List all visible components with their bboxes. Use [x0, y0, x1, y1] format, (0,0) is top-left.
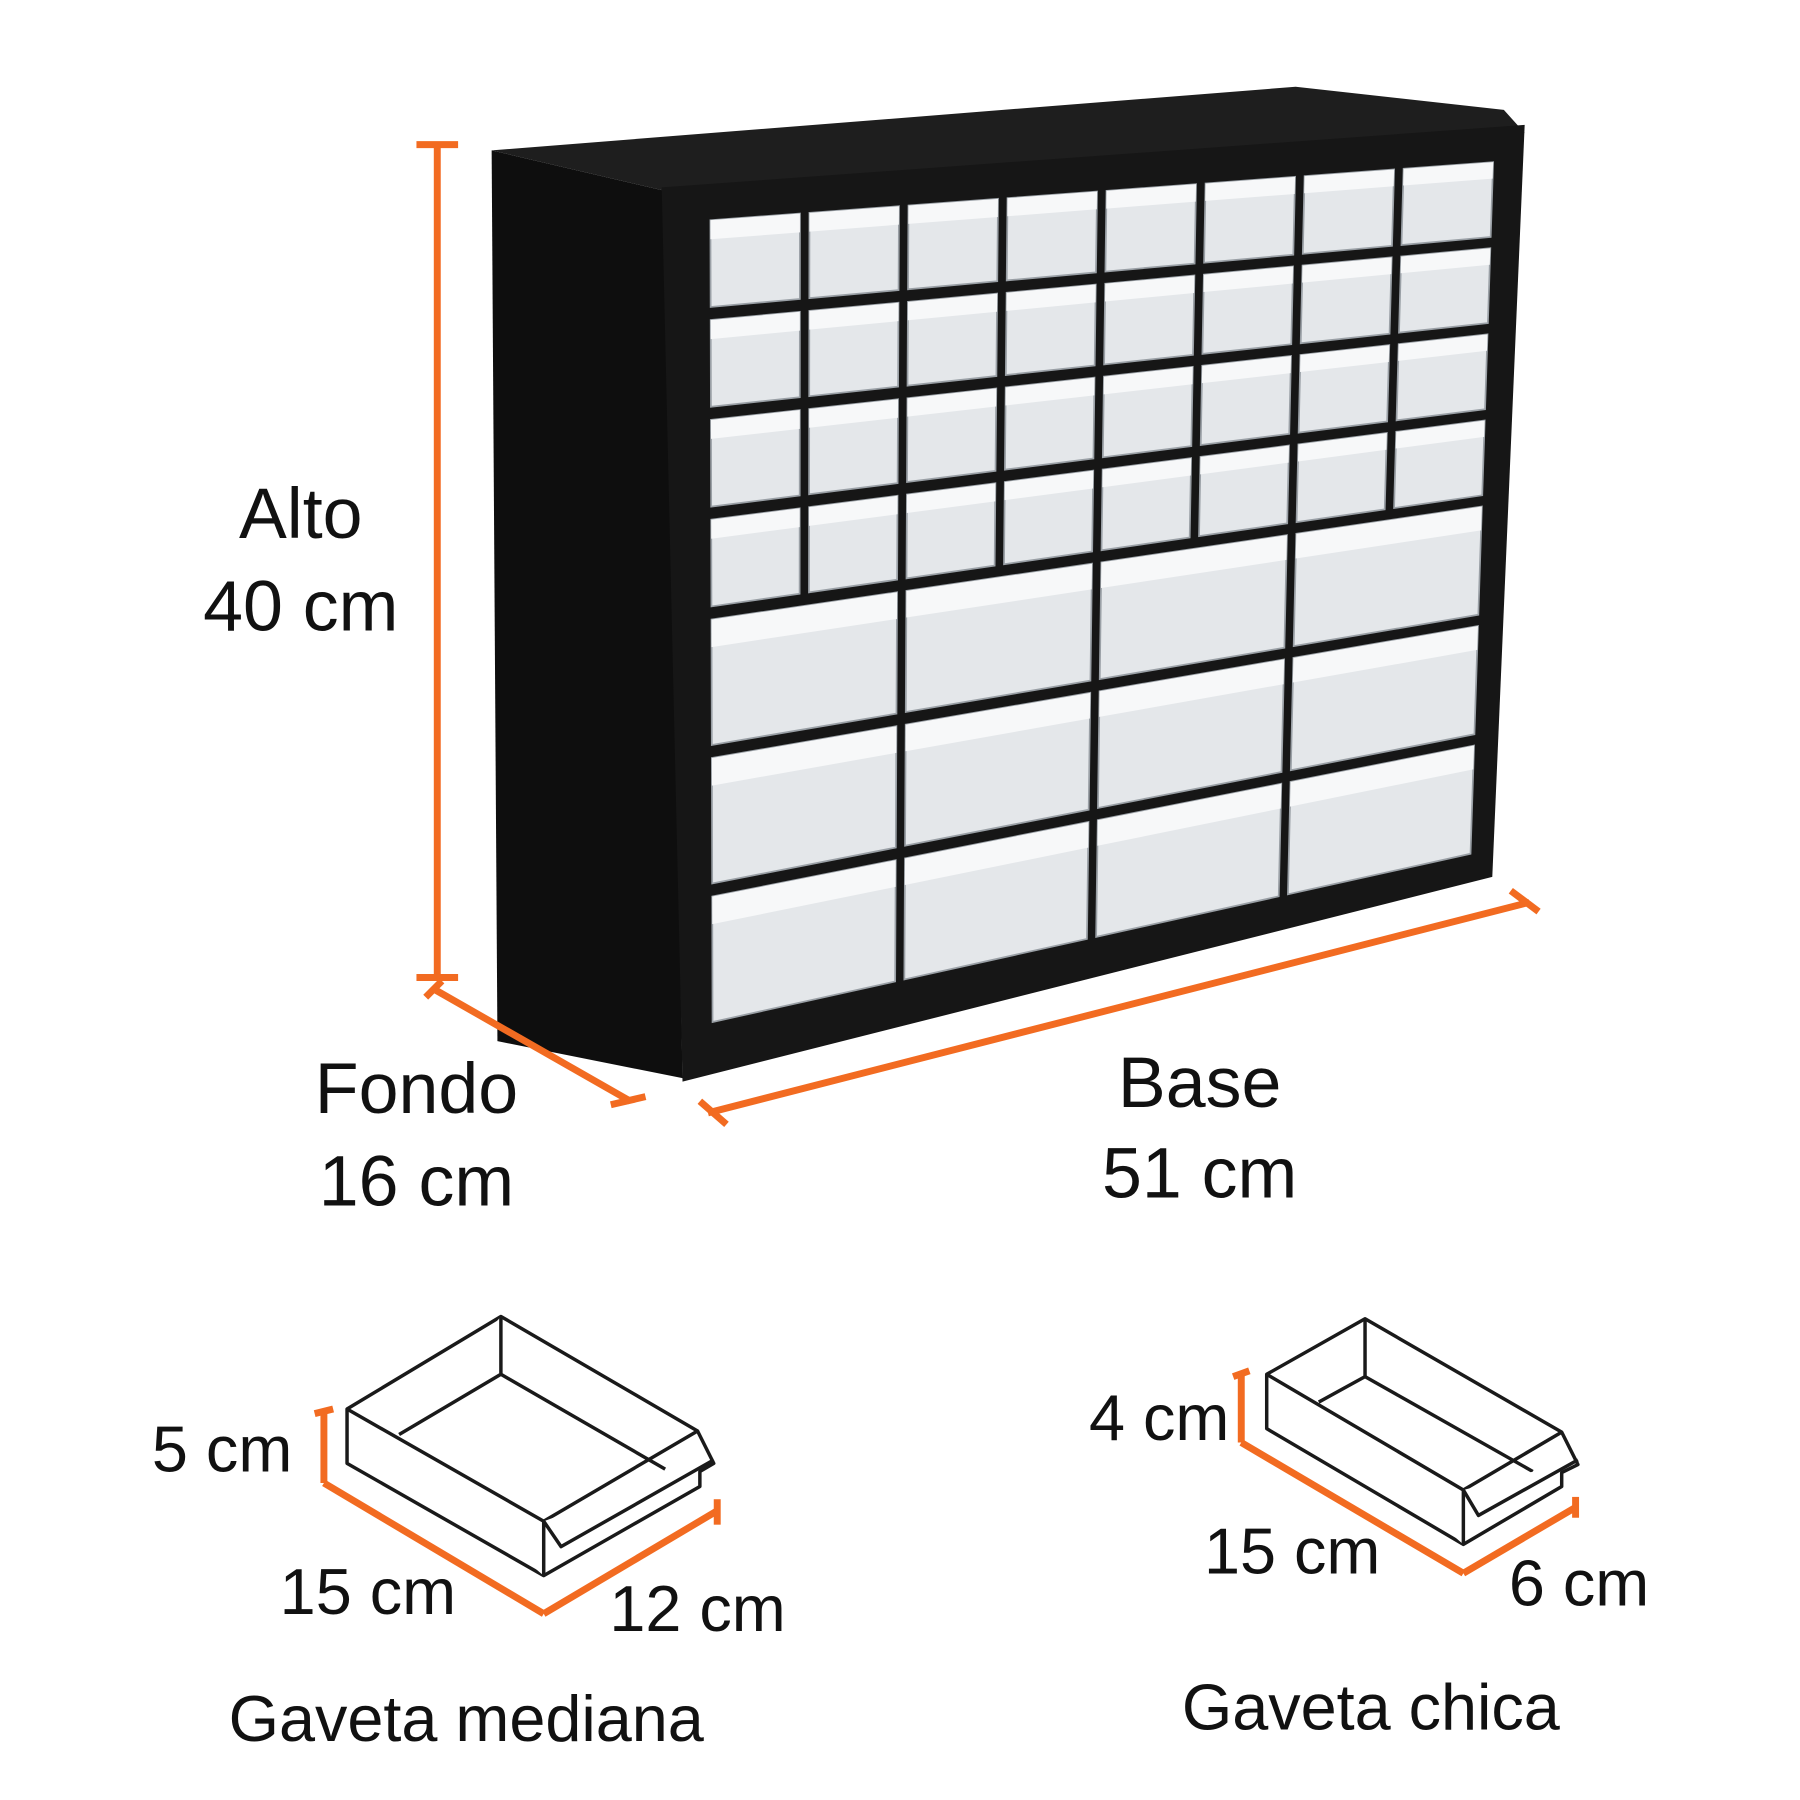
depth-value: 16 cm — [319, 1141, 514, 1221]
drawer-label-flap — [711, 508, 800, 539]
width-value: 51 cm — [1102, 1133, 1297, 1213]
drawer-label-flap — [809, 399, 899, 428]
drawer-label-flap — [1100, 535, 1287, 589]
width-dimension-line — [697, 887, 1541, 1128]
drawer-label-flap — [1005, 377, 1095, 406]
drawer-label-flap — [907, 388, 997, 417]
small-drawer-width: 6 cm — [1509, 1547, 1649, 1620]
medium-drawer-width: 12 cm — [609, 1572, 785, 1645]
drawer-label-flap — [904, 821, 1089, 885]
small-drawer-height: 4 cm — [1089, 1381, 1229, 1454]
drawer-grid — [709, 161, 1495, 1024]
drawer-label-flap — [1106, 184, 1197, 209]
drawer-label-flap — [906, 563, 1093, 618]
drawer-label-flap — [1200, 445, 1289, 475]
drawer-label-flap — [1203, 266, 1294, 293]
drawer-label-flap — [712, 860, 896, 925]
drawer-label-flap — [905, 692, 1091, 752]
drawer-label-flap — [1400, 248, 1491, 274]
drawer-label-flap — [710, 410, 800, 439]
small-drawer-title: Gaveta chica — [1182, 1670, 1561, 1743]
drawer-label-flap — [1398, 334, 1488, 361]
small-drawer-length: 15 cm — [1204, 1514, 1380, 1587]
width-label: Base — [1118, 1043, 1281, 1123]
drawer-label-flap — [907, 293, 998, 321]
cabinet-side — [491, 150, 683, 1079]
drawer-label-flap — [1201, 355, 1292, 384]
height-label: Alto — [239, 474, 363, 554]
drawer-label-flap — [809, 206, 899, 232]
drawer-label-flap — [1205, 176, 1296, 201]
drawer-label-flap — [1099, 659, 1285, 717]
drawer-label-flap — [1102, 458, 1192, 488]
depth-label: Fondo — [315, 1049, 518, 1129]
drawer-label-flap — [908, 198, 999, 224]
drawer-label-flap — [809, 302, 899, 330]
drawer-label-flap — [1300, 345, 1390, 373]
drawer-label-flap — [1007, 191, 1098, 217]
medium-drawer-height: 5 cm — [152, 1412, 292, 1485]
medium-drawer-title: Gaveta mediana — [229, 1682, 705, 1755]
drawer-label-flap — [1295, 506, 1482, 559]
drawer-label-flap — [1395, 420, 1485, 449]
drawer-label-flap — [809, 495, 898, 526]
drawer-label-flap — [1297, 432, 1387, 462]
height-dimension-line — [416, 141, 459, 981]
medium-drawer-illustration: 5 cm 15 cm 12 cm Gaveta mediana — [152, 1314, 786, 1755]
drawer-label-flap — [711, 592, 898, 648]
drawer-label-flap — [710, 213, 800, 240]
drawer-label-flap — [1103, 366, 1193, 395]
height-value: 40 cm — [203, 566, 398, 646]
drawer-label-flap — [1289, 745, 1475, 807]
drawer-label-flap — [1302, 257, 1392, 283]
drawer-label-flap — [1104, 275, 1195, 302]
organizer-cabinet — [491, 86, 1525, 1082]
medium-drawer-length: 15 cm — [280, 1555, 456, 1628]
drawer-label-flap — [1304, 169, 1395, 194]
drawer-label-flap — [710, 311, 800, 340]
medium-drawer-dimension-lines — [313, 1405, 721, 1617]
drawer-label-flap — [906, 483, 996, 513]
drawer-label-flap — [1403, 162, 1494, 186]
small-drawer-illustration: 4 cm 15 cm 6 cm Gaveta chica — [1089, 1317, 1649, 1743]
drawer-label-flap — [711, 726, 897, 786]
drawer-label-flap — [1004, 470, 1094, 501]
depth-dimension-line — [423, 978, 647, 1109]
drawer-label-flap — [1006, 284, 1096, 311]
cabinet-top — [491, 86, 1525, 191]
drawer-label-flap — [1292, 626, 1478, 683]
small-drawer-dimension-lines — [1231, 1367, 1580, 1577]
drawer-label-flap — [1097, 783, 1282, 846]
